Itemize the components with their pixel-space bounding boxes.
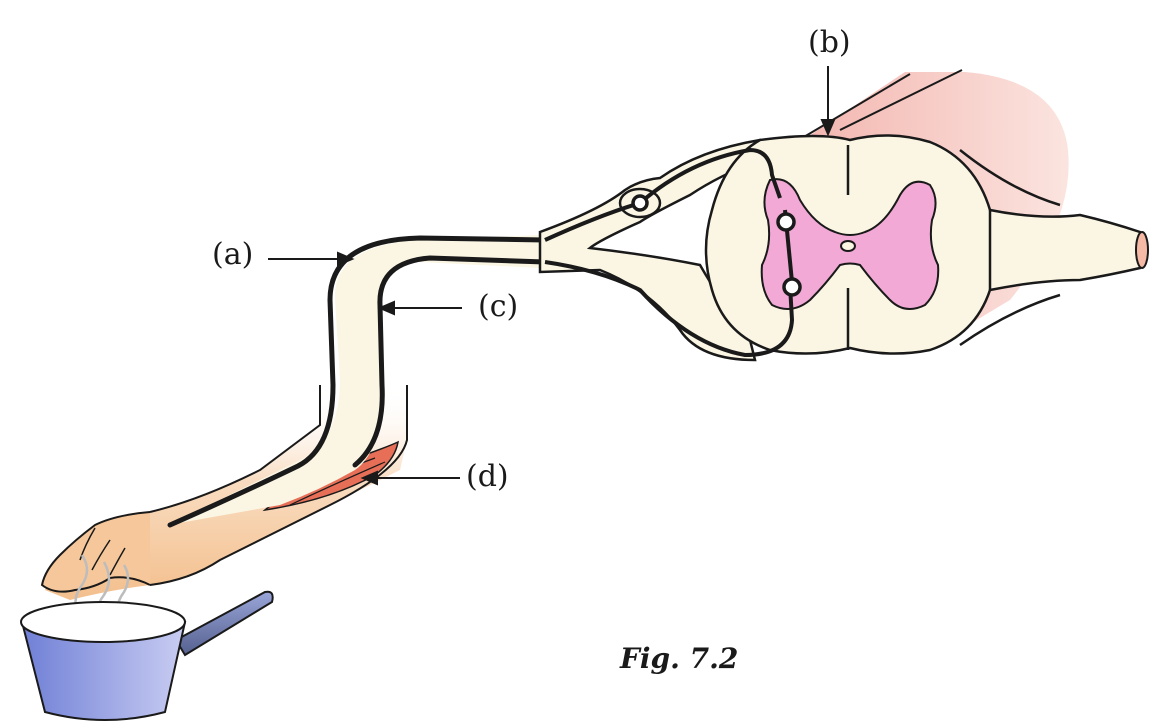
figure-caption: Fig. 7.2 xyxy=(620,642,739,675)
arrow-a xyxy=(268,251,355,267)
motor-neuron xyxy=(352,255,548,468)
saucepan xyxy=(20,590,274,721)
label-c: (c) xyxy=(478,289,519,324)
label-d: (d) xyxy=(466,459,509,494)
label-a: (a) xyxy=(212,237,254,272)
arrow-c xyxy=(377,300,462,316)
nerve-bundle xyxy=(167,235,548,528)
spinal-cord-section xyxy=(538,134,1149,362)
pointer-arrows xyxy=(268,66,836,486)
arrow-b xyxy=(820,66,836,137)
arrow-d xyxy=(360,470,460,486)
hand xyxy=(40,511,151,593)
label-b: (b) xyxy=(808,25,851,60)
sensory-neuron xyxy=(167,235,548,528)
